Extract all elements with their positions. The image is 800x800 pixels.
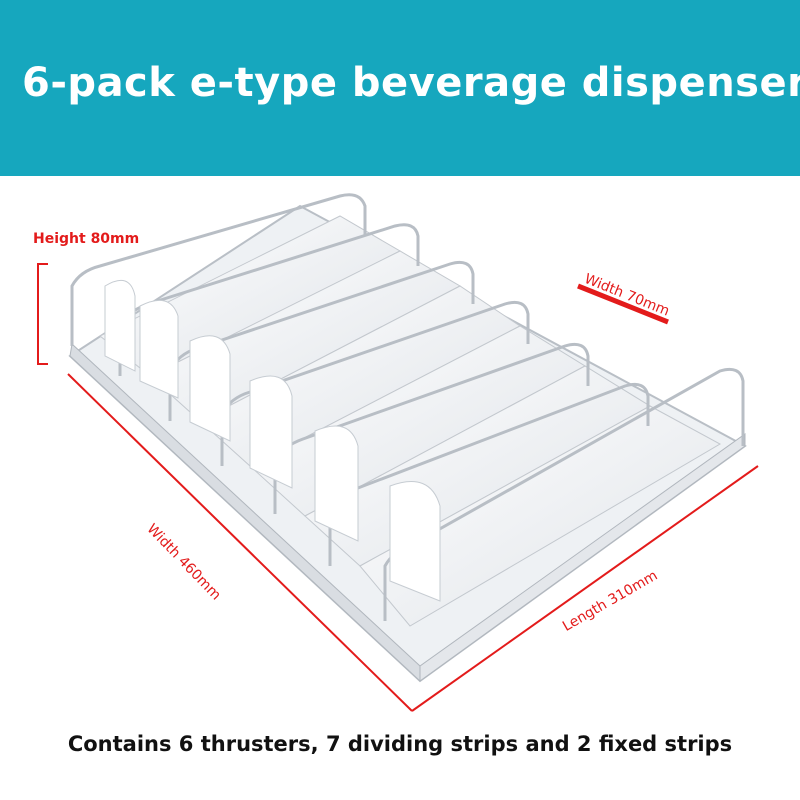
thruster bbox=[189, 335, 231, 442]
page-title: 6-pack e-type beverage dispenser bbox=[22, 60, 800, 106]
lane bbox=[359, 405, 722, 627]
length-310-dimension-line bbox=[411, 465, 759, 712]
divider-wire bbox=[383, 367, 745, 621]
thruster bbox=[314, 425, 359, 542]
product-scene: Height 80mm Width 70mm Width 460mm Lengt… bbox=[0, 176, 800, 736]
width-70-dimension-line bbox=[577, 283, 669, 325]
dimension-lines bbox=[37, 263, 759, 712]
thruster bbox=[104, 279, 136, 372]
dispenser-side-rail bbox=[419, 433, 746, 682]
divider-wire bbox=[70, 193, 367, 346]
header-banner: 6-pack e-type beverage dispenser bbox=[0, 0, 800, 176]
thrusters bbox=[104, 279, 441, 602]
width-460-dimension-line bbox=[67, 373, 413, 712]
contents-caption: Contains 6 thrusters, 7 dividing strips … bbox=[67, 732, 733, 756]
height-dimension-line bbox=[37, 263, 48, 365]
thruster bbox=[249, 375, 293, 489]
dispenser-illustration bbox=[37, 193, 759, 712]
thruster bbox=[389, 481, 441, 602]
thruster bbox=[139, 299, 179, 399]
height-label: Height 80mm bbox=[33, 231, 140, 247]
